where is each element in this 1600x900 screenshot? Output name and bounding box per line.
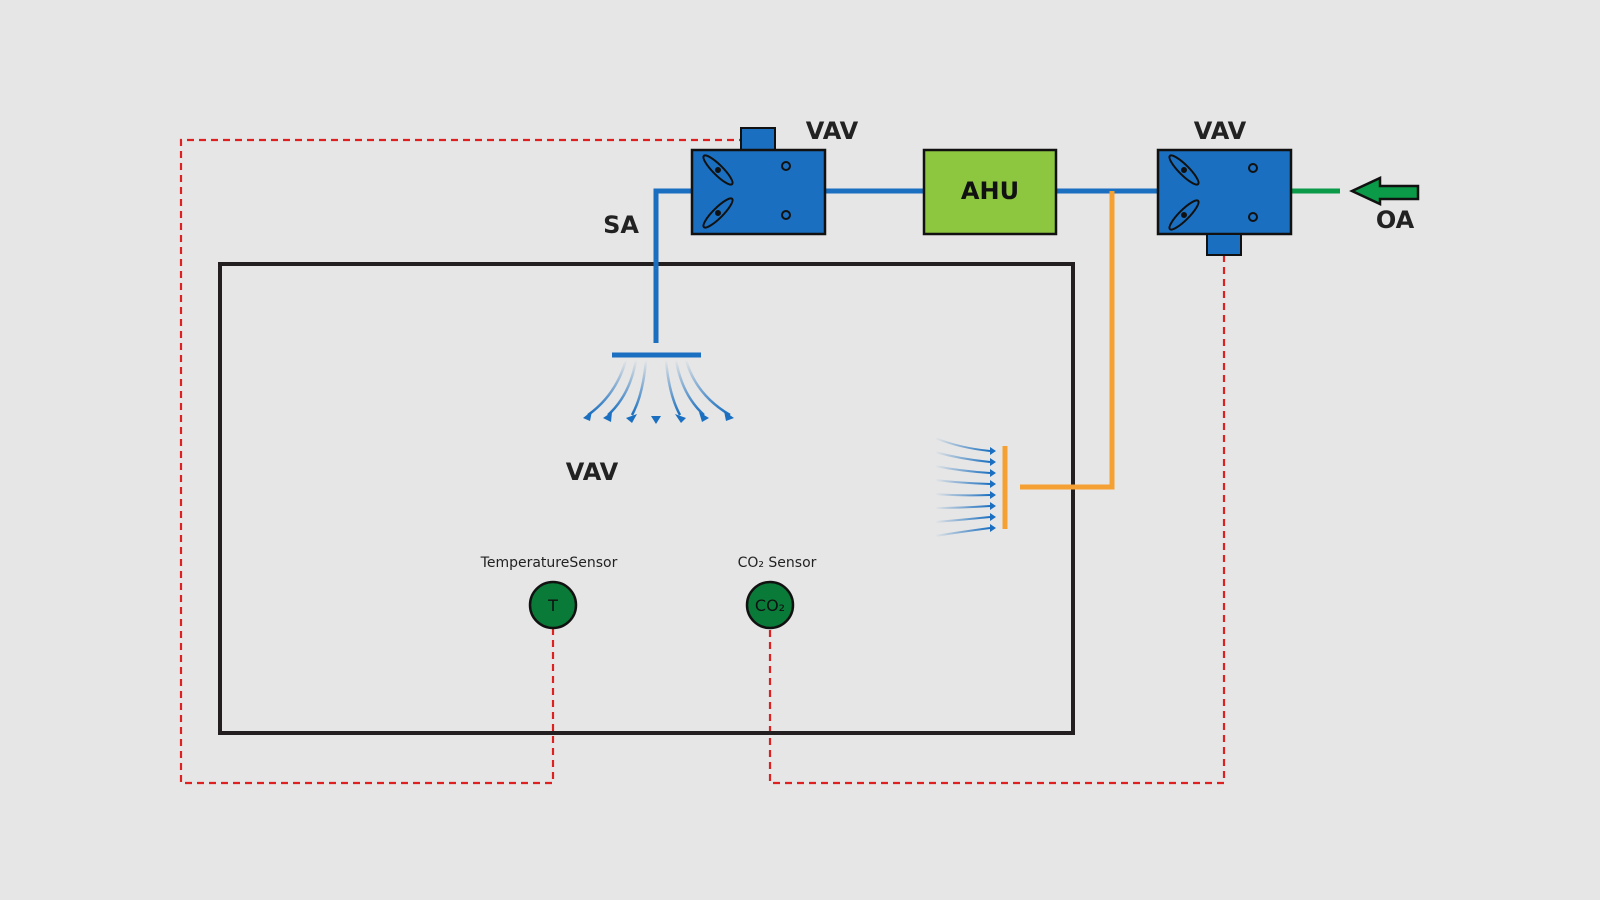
arrow-left-icon: [1349, 176, 1420, 206]
supply-air-label: SA: [603, 211, 639, 239]
return-duct: [1002, 191, 1115, 529]
room-outline: [218, 262, 1075, 735]
control-wiring: [179, 138, 1226, 785]
outdoor-vav-label: VAV: [1194, 117, 1247, 145]
temperature-sensor-label: TemperatureSensor: [480, 555, 618, 571]
ceiling-diffuser-icon: [583, 352, 734, 424]
temperature-sensor-symbol: T: [547, 596, 558, 615]
outdoor-air-label: OA: [1376, 206, 1415, 234]
outdoor-vav-box: [1156, 148, 1293, 256]
damper-blades-icon: [1168, 154, 1258, 231]
supply-duct: [653, 188, 1158, 343]
co2-sensor-label: CO₂ Sensor: [738, 555, 817, 571]
return-grille-icon: [934, 437, 996, 537]
supply-vav-box: [690, 127, 827, 236]
co2-sensor-symbol: CO₂: [755, 596, 785, 615]
co2-sensor: CO₂: [745, 580, 795, 630]
temperature-sensor: T: [528, 580, 578, 630]
wiring-temp-to-supply-vav: [179, 138, 740, 785]
ahu-label: AHU: [961, 177, 1019, 205]
wiring-co2-to-outdoor-vav: [768, 256, 1226, 785]
supply-vav-label: VAV: [806, 117, 859, 145]
damper-blades-icon: [702, 154, 791, 229]
ahu-unit: AHU: [922, 148, 1058, 236]
room-vav-label: VAV: [566, 458, 619, 486]
